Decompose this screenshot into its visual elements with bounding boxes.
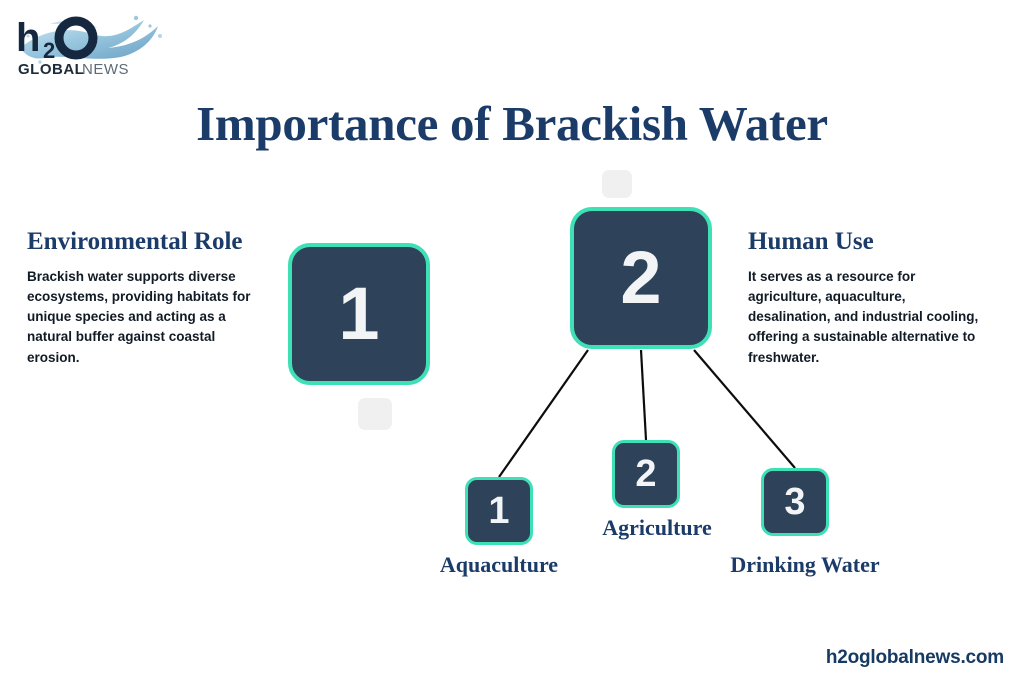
- footer-website-url[interactable]: h2oglobalnews.com: [825, 647, 1004, 668]
- connector-to-agriculture: [639, 349, 648, 441]
- use-label-aquaculture: Aquaculture: [439, 552, 559, 577]
- text-block-environmental-role: Environmental Role Brackish water suppor…: [27, 228, 267, 368]
- heading-human-use: Human Use: [748, 228, 874, 255]
- heading-environmental-role: Environmental Role: [27, 228, 243, 255]
- logo-news-text: NEWS: [82, 61, 129, 78]
- text-block-human-use: Human Use It serves as a resource for ag…: [748, 228, 980, 368]
- svg-text:2: 2: [43, 38, 55, 63]
- pillar-box-human-use[interactable]: 2: [570, 207, 712, 349]
- brand-logo[interactable]: h 2 GLOBAL NEWS: [10, 10, 180, 80]
- pillar-box-environmental-role[interactable]: 1: [288, 243, 430, 385]
- decorative-square-left: [358, 398, 392, 430]
- use-label-agriculture: Agriculture: [602, 515, 712, 540]
- page-title: Importance of Brackish Water: [196, 96, 828, 151]
- logo-global-text: GLOBAL: [18, 61, 84, 78]
- use-box-aquaculture[interactable]: 1: [465, 477, 533, 545]
- body-human-use: It serves as a resource for agriculture,…: [748, 268, 979, 365]
- use-box-agriculture[interactable]: 2: [612, 440, 680, 508]
- decorative-square-top: [602, 170, 632, 198]
- use-label-drinking-water: Drinking Water: [730, 552, 880, 577]
- water-splash-icon: h 2 GLOBAL NEWS: [16, 15, 162, 78]
- use-box-drinking-water[interactable]: 3: [761, 468, 829, 536]
- connector-to-aquaculture: [498, 349, 589, 478]
- svg-text:h: h: [16, 16, 38, 60]
- body-environmental-role: Brackish water supports diverse ecosyste…: [27, 268, 251, 365]
